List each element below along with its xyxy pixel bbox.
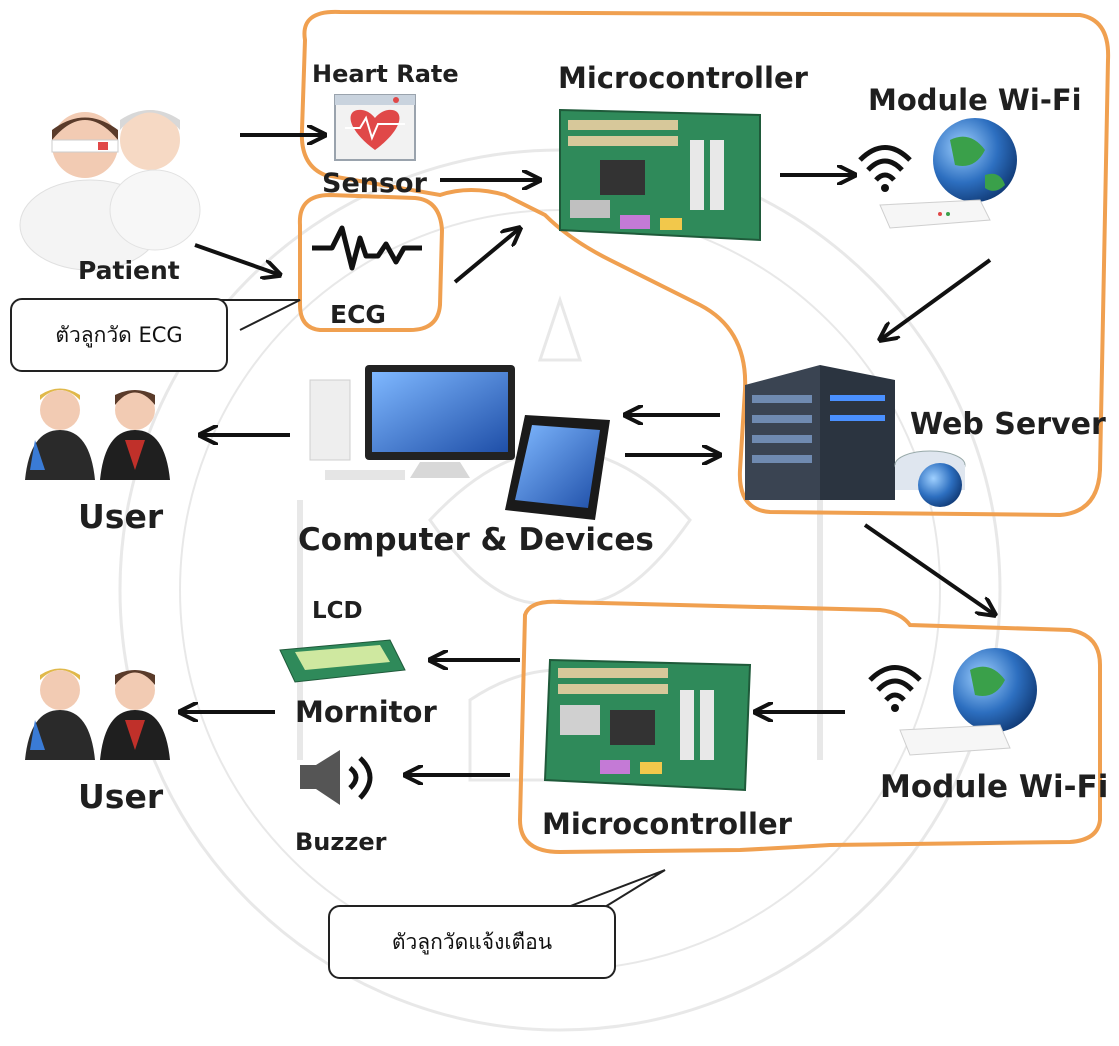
computer-devices-icon bbox=[309, 365, 610, 520]
sensor-label: Sensor bbox=[322, 168, 427, 199]
ecg-wave-icon bbox=[312, 225, 422, 271]
user-bottom-label: User bbox=[78, 777, 164, 816]
lcd-monitor-icon bbox=[279, 639, 406, 683]
module-wifi-top-label: Module Wi-Fi bbox=[868, 83, 1082, 117]
buzzer-label: Buzzer bbox=[295, 828, 387, 856]
watermark-seal bbox=[118, 148, 1002, 1032]
alert-callout-pointer bbox=[559, 869, 666, 911]
bottom-group-outline bbox=[517, 599, 1102, 855]
wifi-router-bottom-icon bbox=[868, 648, 1037, 756]
flow-arrows bbox=[180, 135, 995, 775]
wifi-router-top-icon bbox=[858, 118, 1017, 229]
user-group-top-icon bbox=[25, 388, 170, 480]
heart-rate-sensor-icon bbox=[334, 94, 416, 161]
patient-label: Patient bbox=[78, 256, 180, 285]
ecg-label: ECG bbox=[330, 300, 386, 329]
microcontroller-top-label: Microcontroller bbox=[558, 61, 808, 95]
microcontroller-top-icon bbox=[559, 108, 761, 242]
web-server-icon bbox=[745, 365, 966, 507]
user-top-label: User bbox=[78, 497, 164, 536]
ecg-callout-pointer bbox=[205, 299, 301, 331]
patient-icon bbox=[19, 110, 201, 271]
user-group-bottom-icon bbox=[25, 668, 170, 760]
heart-rate-label: Heart Rate bbox=[312, 60, 459, 88]
ecg-probe-callout: ตัวลูกวัด ECG bbox=[10, 298, 228, 372]
microcontroller-bottom-label: Microcontroller bbox=[542, 807, 792, 841]
computer-devices-label: Computer & Devices bbox=[298, 522, 654, 558]
buzzer-speaker-icon bbox=[300, 750, 373, 805]
web-server-label: Web Server bbox=[910, 407, 1106, 442]
alert-probe-callout: ตัวลูกวัดแจ้งเตือน bbox=[328, 905, 616, 979]
microcontroller-bottom-icon bbox=[543, 658, 752, 792]
ecg-outline bbox=[297, 192, 445, 332]
module-wifi-bottom-label: Module Wi-Fi bbox=[880, 769, 1109, 805]
mornitor-label: Mornitor bbox=[295, 695, 437, 729]
lcd-label: LCD bbox=[312, 598, 363, 624]
